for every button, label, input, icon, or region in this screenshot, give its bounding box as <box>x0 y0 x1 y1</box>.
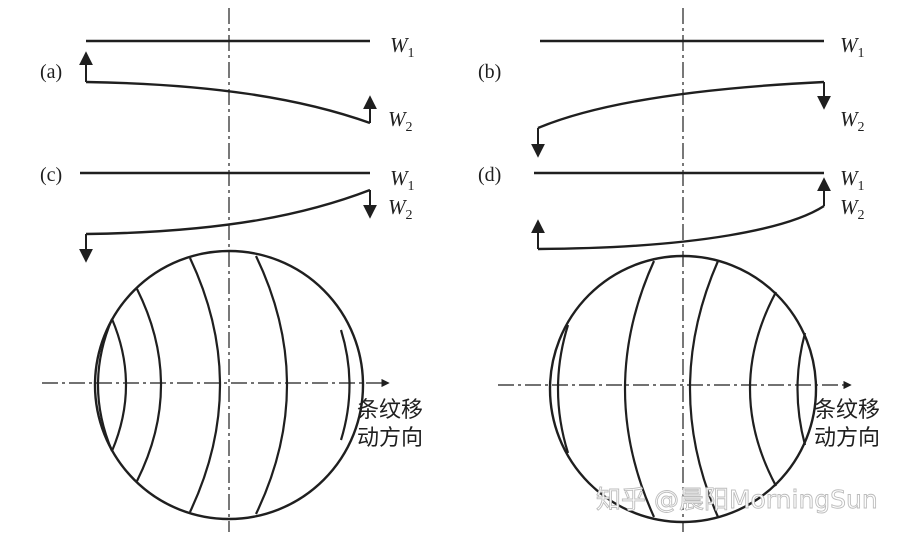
left-direction-line2: 动方向 <box>357 426 423 451</box>
left-fringe-6 <box>339 329 351 441</box>
panel-c: (c) W1 W2 <box>40 164 415 263</box>
panel-c-label: (c) <box>40 164 62 186</box>
left-fringe-2 <box>110 318 128 452</box>
panel-b-w2-label: W2 <box>840 107 865 135</box>
panel-d: (d) W1 W2 <box>478 164 865 251</box>
panel-a-w2-curve <box>85 80 371 125</box>
left-fringe-1 <box>96 318 114 452</box>
panel-b-label: (b) <box>478 61 501 83</box>
left-fringe-5 <box>255 255 288 515</box>
panel-d-label: (d) <box>478 164 501 186</box>
panel-c-w2-curve <box>85 188 371 236</box>
left-fringe-4 <box>189 257 221 513</box>
left-direction-line1: 条纹移 <box>357 398 423 423</box>
left-fringe-3 <box>136 288 162 482</box>
right-direction-line1: 条纹移 <box>814 398 880 423</box>
watermark-text: 知乎 @晨阳MorningSun <box>596 485 878 514</box>
left-column: (a) W1 W2 (c) W1 W2 <box>40 8 423 532</box>
panel-a-w1-label: W1 <box>390 33 415 61</box>
left-fringe-pattern: 条纹移 动方向 <box>42 249 423 521</box>
right-fringe-2 <box>624 260 656 518</box>
panel-d-w1-label: W1 <box>840 166 865 194</box>
right-fringe-pattern: 条纹移 动方向 <box>498 254 880 524</box>
panel-c-w2-label: W2 <box>388 195 413 223</box>
left-aperture-circle <box>93 249 365 521</box>
right-fringe-5 <box>796 332 807 446</box>
right-fringe-3 <box>688 260 720 518</box>
panel-a: (a) W1 W2 <box>40 33 415 135</box>
right-fringe-1 <box>556 324 570 454</box>
right-column: (b) W1 W2 (d) W1 W2 条纹移 <box>478 8 880 532</box>
right-direction-line2: 动方向 <box>814 426 880 451</box>
panel-a-label: (a) <box>40 61 62 83</box>
panel-b: (b) W1 W2 <box>478 33 865 158</box>
panel-b-w2-curve <box>537 80 825 130</box>
right-fringe-4 <box>749 291 777 487</box>
panel-b-w1-label: W1 <box>840 33 865 61</box>
panel-d-w2-label: W2 <box>840 195 865 223</box>
panel-d-w2-curve <box>537 204 825 251</box>
panel-a-w2-label: W2 <box>388 107 413 135</box>
panel-c-w1-label: W1 <box>390 166 415 194</box>
right-aperture-circle <box>548 254 818 524</box>
